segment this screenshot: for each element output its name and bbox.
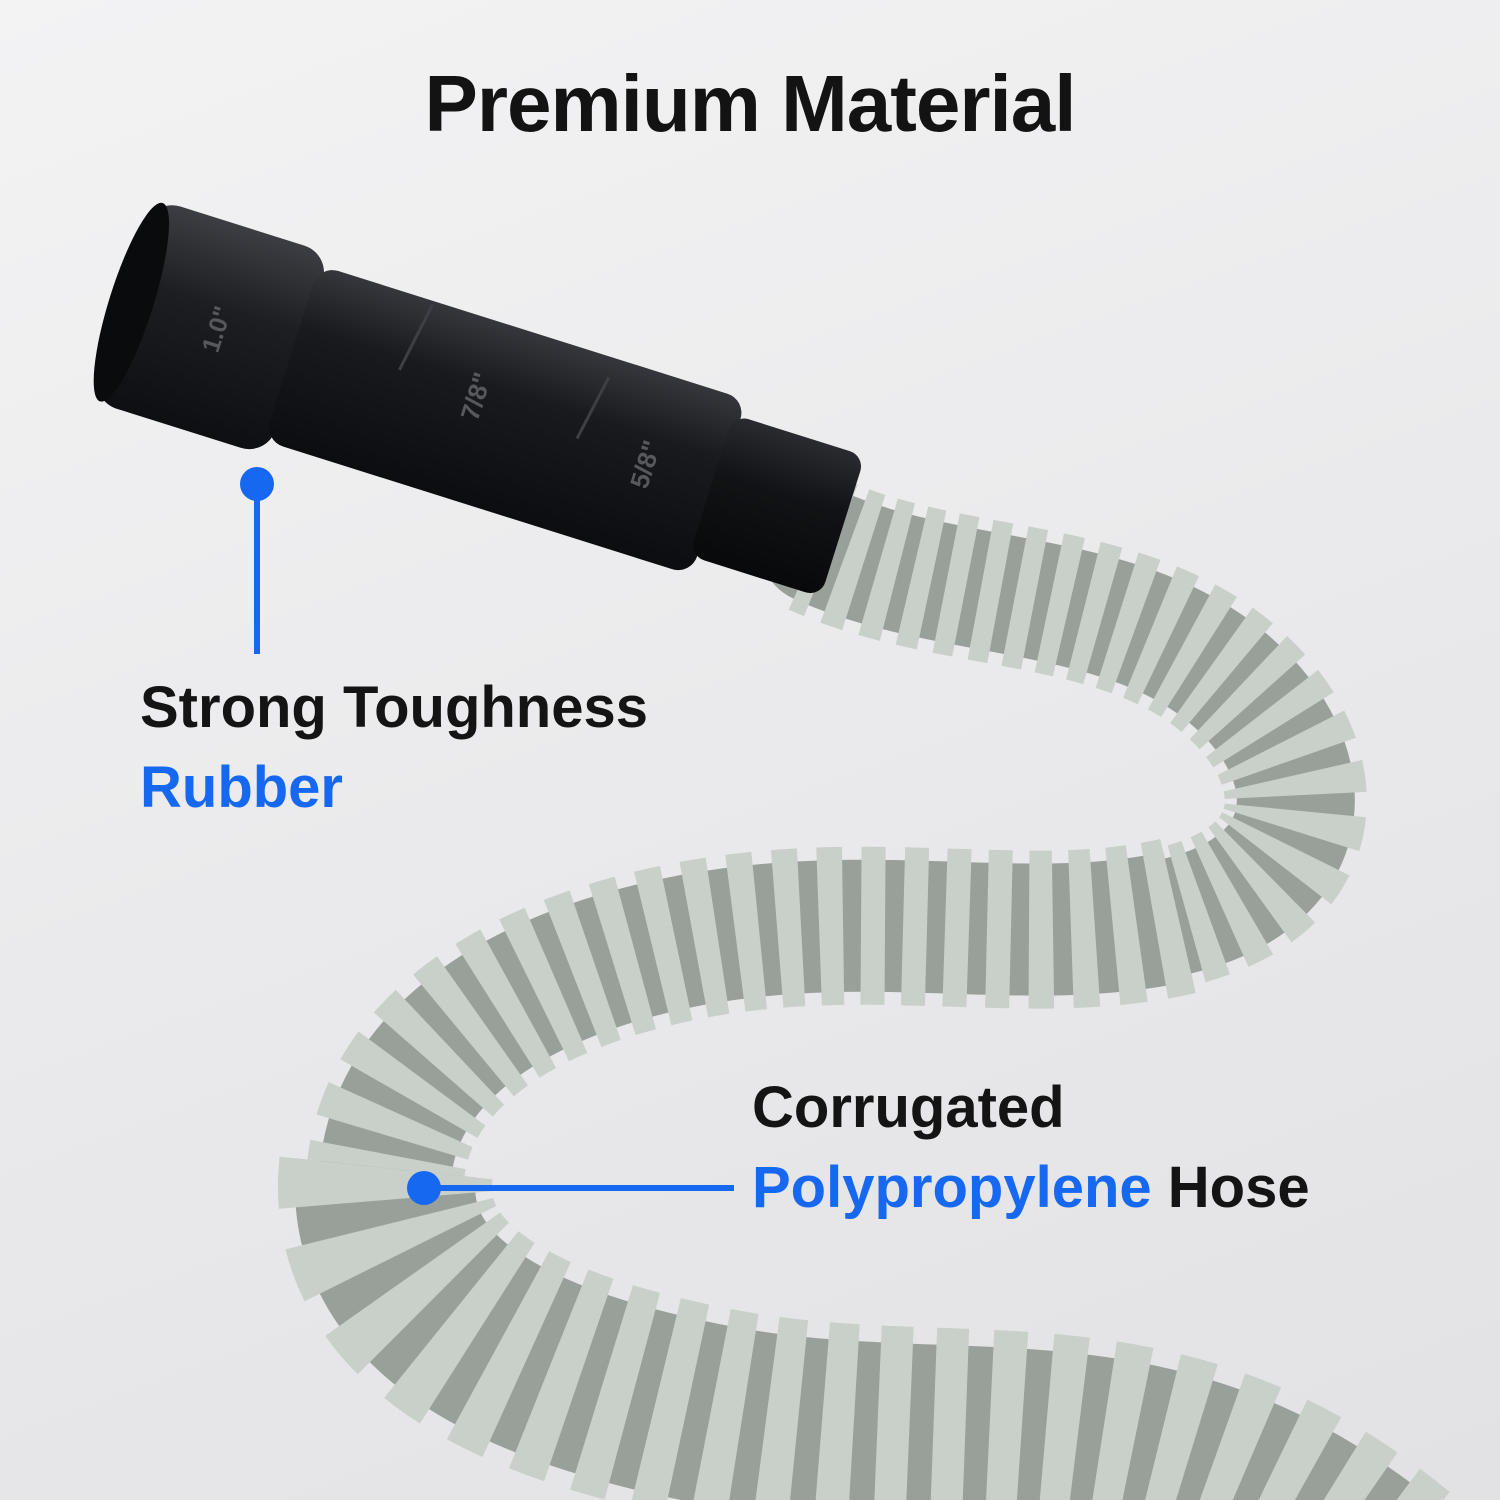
rubber-connector: 1.0" 7/8" 5/8" (93, 202, 862, 594)
connector-step (693, 418, 862, 594)
page-title: Premium Material (424, 59, 1077, 148)
callout-rubber-line1: Strong Toughness (140, 675, 649, 740)
rubber-callout-dot (240, 467, 274, 501)
callout-hose-line2: Polypropylene Hose (752, 1148, 1310, 1228)
callout-hose-material: Polypropylene (752, 1155, 1152, 1221)
hose-ridges-upper (788, 479, 1367, 985)
connector-tick-1 (398, 304, 434, 371)
hose-ridges-middle (307, 838, 1196, 1180)
callout-hose-line1: Corrugated (752, 1075, 1065, 1140)
callout-hose-suffix: Hose (1151, 1155, 1310, 1221)
callout-rubber-line2: Rubber (140, 755, 343, 821)
callout-pointers (240, 467, 734, 1205)
hose-callout-dot (407, 1171, 441, 1205)
connector-opening (93, 202, 170, 402)
hose-ridges-bottom (278, 1156, 1457, 1500)
connector-tick-2 (575, 376, 611, 440)
corrugated-hose (278, 479, 1457, 1500)
callout-rubber: Strong Toughness Rubber (140, 668, 648, 828)
connector-body (269, 270, 742, 571)
callout-hose: Corrugated Polypropylene Hose (752, 1068, 1310, 1228)
